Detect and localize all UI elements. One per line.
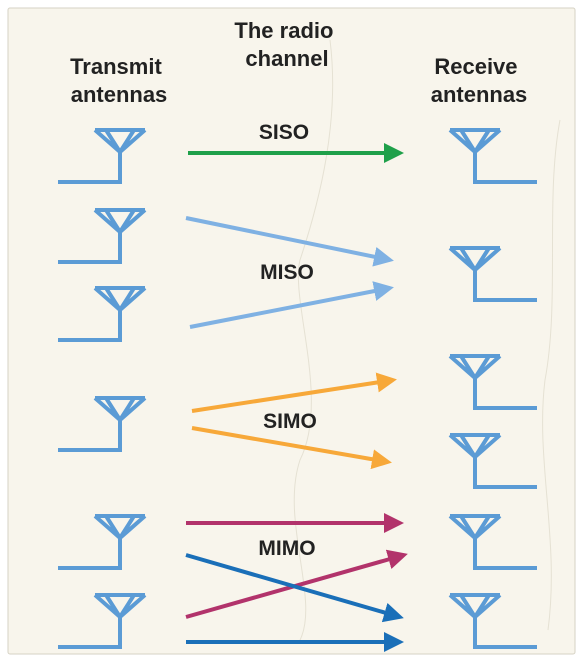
channel-header-line-1: The radio [234,18,333,43]
miso-link-2 [189,281,394,329]
miso-link-1 [185,216,394,267]
transmit-antenna-icon [58,128,147,184]
simo-link-2 [191,426,392,470]
mimo-arrows [185,513,408,652]
channel-header: The radio channel [234,18,339,71]
transmit-antenna-icon [58,208,147,264]
transmit-antennas [58,128,147,649]
miso-arrows [185,216,394,329]
transmit-antenna-icon [58,286,147,342]
receive-antenna-icon [448,128,537,184]
receive-antenna-icon [448,246,537,302]
channel-header-line-2: channel [245,46,328,71]
transmit-header-line-1: Transmit [70,54,162,79]
transmit-antenna-icon [58,593,147,649]
receive-antenna-icon [448,433,537,489]
receive-antennas [448,128,537,649]
receive-antenna-icon [448,514,537,570]
transmit-header-line-2: antennas [71,82,168,107]
mimo-label: MIMO [258,537,315,560]
simo-arrows [191,372,397,470]
transmit-header: Transmit antennas [70,54,168,107]
simo-label: SIMO [263,410,317,433]
receive-antenna-icon [448,354,537,410]
diagram-background [7,7,576,655]
guide-line [542,119,561,631]
receive-antenna-icon [448,593,537,649]
receive-header: Receive antennas [431,54,528,107]
transmit-antenna-icon [58,396,147,452]
transmit-antenna-icon [58,514,147,570]
mimo-link-3 [185,553,404,623]
miso-label: MISO [260,261,314,284]
receive-header-line-2: antennas [431,82,528,107]
simo-link-1 [191,372,397,413]
siso-label: SISO [259,121,309,144]
receive-header-line-1: Receive [434,54,517,79]
